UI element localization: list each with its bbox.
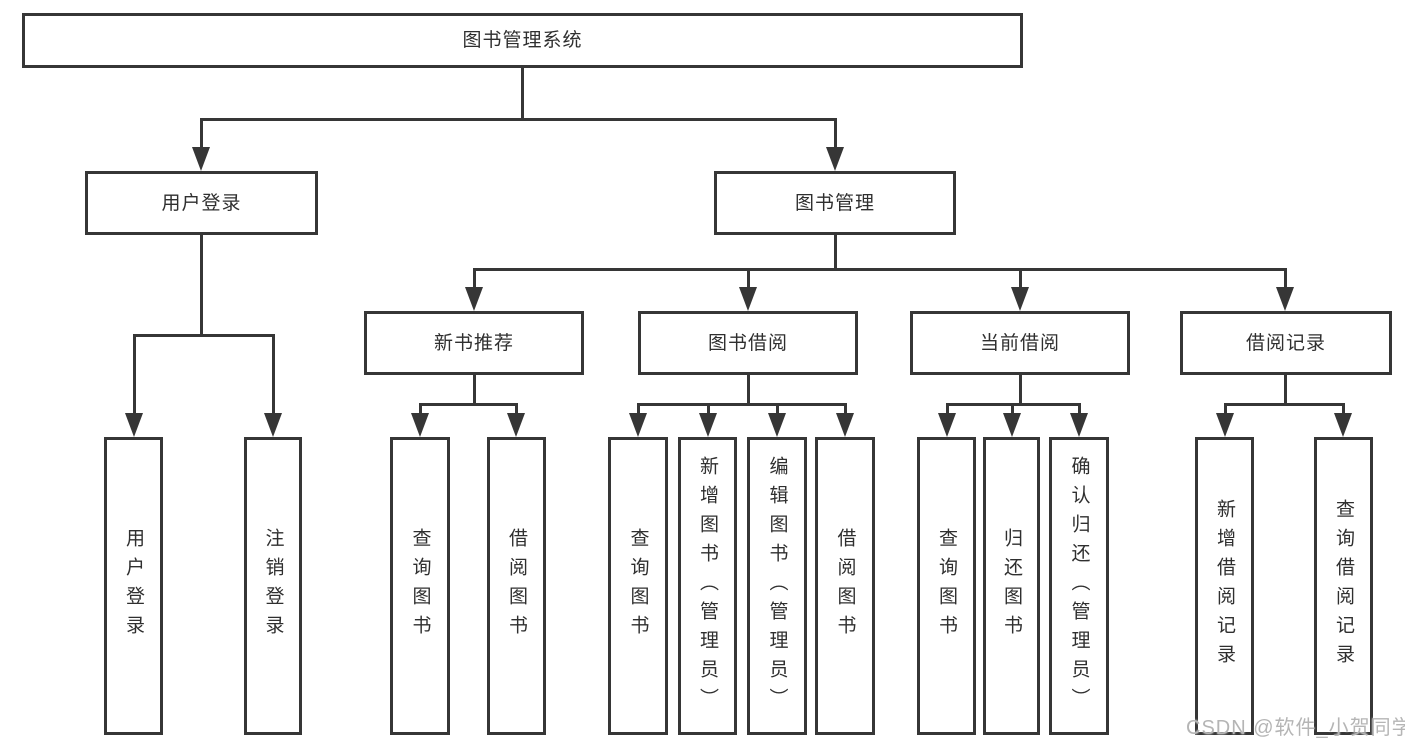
- connector-line: [473, 268, 476, 290]
- node-label: 借阅图书: [834, 528, 856, 644]
- connector-arrowhead-down: [629, 413, 647, 437]
- connector-line: [419, 403, 518, 406]
- connector-arrowhead-down: [826, 147, 844, 171]
- leaf-borrow-books-borrowing: 借阅图书: [815, 437, 875, 735]
- node-label: 归还图书: [1001, 528, 1022, 644]
- connector-line: [1342, 403, 1345, 415]
- csdn-watermark: CSDN @软件_小贺同学: [1186, 717, 1405, 739]
- leaf-logout: 注销登录: [244, 437, 302, 735]
- node-label: 查询图书: [627, 528, 649, 644]
- connector-arrowhead-down: [1070, 413, 1088, 437]
- connector-line: [200, 235, 203, 336]
- leaf-query-books-recommend: 查询图书: [390, 437, 450, 735]
- node-label: 注销登录: [262, 528, 284, 644]
- node-label: 查询图书: [936, 528, 957, 644]
- connector-line: [637, 403, 640, 415]
- connector-line: [521, 66, 524, 120]
- connector-arrowhead-down: [739, 287, 757, 311]
- node-label: 图书借阅: [707, 332, 788, 354]
- node-label: 用户登录: [123, 528, 144, 644]
- node-label: 新增借阅记录: [1214, 499, 1235, 673]
- connector-line: [200, 118, 203, 150]
- connector-line: [200, 118, 837, 121]
- connector-line: [515, 403, 518, 415]
- connector-line: [272, 334, 275, 414]
- connector-arrowhead-down: [125, 413, 143, 437]
- node-library-management-system: 图书管理系统: [22, 13, 1023, 68]
- leaf-edit-book-admin: 编辑图书（管理员）: [747, 437, 807, 735]
- node-label: 查询图书: [409, 528, 431, 644]
- connector-line: [1019, 375, 1022, 405]
- connector-line: [1284, 268, 1287, 290]
- connector-line: [946, 403, 949, 415]
- connector-line: [473, 375, 476, 405]
- node-label: 新增图书（管理员）: [697, 455, 718, 717]
- connector-line: [776, 403, 779, 415]
- connector-line: [1224, 403, 1344, 406]
- node-current-borrowing: 当前借阅: [910, 311, 1130, 375]
- node-new-book-recommendation: 新书推荐: [364, 311, 584, 375]
- node-label: 新书推荐: [433, 332, 514, 354]
- connector-arrowhead-down: [1216, 413, 1234, 437]
- connector-line: [637, 403, 846, 406]
- connector-line: [473, 268, 1287, 271]
- node-label: 当前借阅: [979, 332, 1060, 354]
- leaf-add-book-admin: 新增图书（管理员）: [678, 437, 737, 735]
- node-borrowing-records: 借阅记录: [1180, 311, 1392, 375]
- node-book-borrowing: 图书借阅: [638, 311, 858, 375]
- connector-arrowhead-down: [411, 413, 429, 437]
- connector-line: [707, 403, 710, 415]
- connector-arrowhead-down: [264, 413, 282, 437]
- connector-arrowhead-down: [768, 413, 786, 437]
- connector-line: [1078, 403, 1081, 415]
- connector-arrowhead-down: [699, 413, 717, 437]
- node-label: 借阅记录: [1245, 332, 1326, 354]
- node-label: 用户登录: [161, 192, 242, 214]
- node-label: 图书管理系统: [462, 30, 583, 51]
- node-label: 查询借阅记录: [1333, 499, 1354, 673]
- connector-line: [133, 334, 275, 337]
- connector-line: [747, 268, 750, 290]
- connector-line: [1284, 375, 1287, 405]
- leaf-query-books-current: 查询图书: [917, 437, 976, 735]
- connector-line: [834, 235, 837, 270]
- connector-arrowhead-down: [1003, 413, 1021, 437]
- leaf-confirm-return-admin: 确认归还（管理员）: [1049, 437, 1109, 735]
- connector-arrowhead-down: [507, 413, 525, 437]
- connector-line: [419, 403, 422, 415]
- node-label: 借阅图书: [506, 528, 527, 644]
- connector-arrowhead-down: [465, 287, 483, 311]
- connector-line: [1011, 403, 1014, 415]
- connector-line: [844, 403, 847, 415]
- node-label: 确认归还（管理员）: [1068, 455, 1090, 717]
- node-user-login: 用户登录: [85, 171, 318, 235]
- node-book-management: 图书管理: [714, 171, 956, 235]
- leaf-query-borrow-record: 查询借阅记录: [1314, 437, 1373, 735]
- connector-line: [747, 375, 750, 405]
- connector-arrowhead-down: [1011, 287, 1029, 311]
- leaf-borrow-books-recommend: 借阅图书: [487, 437, 546, 735]
- connector-arrowhead-down: [192, 147, 210, 171]
- connector-arrowhead-down: [1276, 287, 1294, 311]
- connector-line: [1224, 403, 1227, 415]
- connector-line: [133, 334, 136, 414]
- connector-line: [1019, 268, 1022, 290]
- node-label: 图书管理: [794, 192, 875, 214]
- leaf-user-login: 用户登录: [104, 437, 163, 735]
- node-label: 编辑图书（管理员）: [766, 455, 788, 717]
- leaf-add-borrow-record: 新增借阅记录: [1195, 437, 1254, 735]
- connector-arrowhead-down: [836, 413, 854, 437]
- connector-arrowhead-down: [938, 413, 956, 437]
- leaf-return-books: 归还图书: [983, 437, 1040, 735]
- connector-line: [834, 118, 837, 150]
- leaf-query-books-borrowing: 查询图书: [608, 437, 668, 735]
- connector-arrowhead-down: [1334, 413, 1352, 437]
